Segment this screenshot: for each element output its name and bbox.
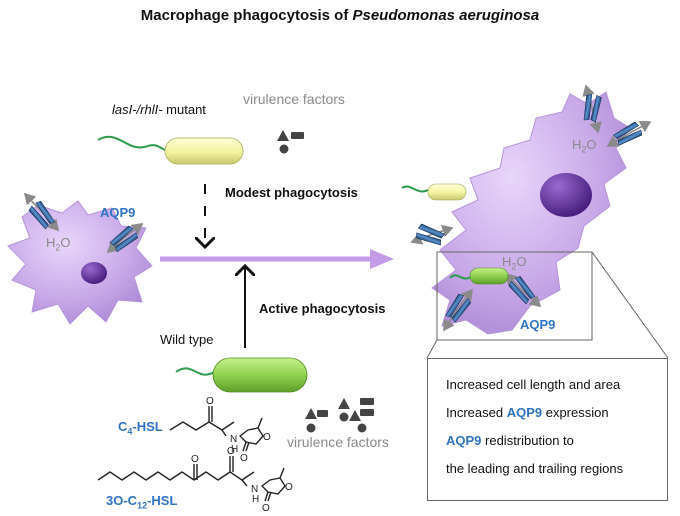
left-nucleus <box>81 262 107 284</box>
c4-lactone-o: O <box>240 453 248 464</box>
c12-lactone-o: O <box>262 503 270 514</box>
mutant-bacterium <box>97 135 244 165</box>
right-aqp9-label: AQP9 <box>520 317 556 332</box>
c4-ketone-o: O <box>206 396 214 407</box>
c4-ring-o: O <box>263 432 271 443</box>
c12-hsl-label: 3O-C12-HSL <box>106 493 178 511</box>
main-arrow <box>160 249 394 269</box>
summary-box: Increased cell length and area Increased… <box>427 358 668 501</box>
title-organism: Pseudomonas aeruginosa <box>352 7 540 24</box>
wild-type-label: Wild type <box>160 332 214 347</box>
active-phagocytosis-label: Active phagocytosis <box>259 301 386 316</box>
summary-line-2: Increased AQP9 expression <box>446 405 609 420</box>
summary-line-3: AQP9 redistribution to <box>446 433 574 448</box>
c4-amide-h: H <box>231 444 238 455</box>
modest-phagocytosis-label: Modest phagocytosis <box>225 185 358 200</box>
left-aqp9-label: AQP9 <box>100 205 136 220</box>
mutant-genotype: lasI-/rhlI- <box>112 102 163 117</box>
virulence-icons-top <box>277 130 304 154</box>
summary-line-1: Increased cell length and area <box>446 377 621 392</box>
right-nucleus <box>540 173 592 217</box>
title-prefix: Macrophage phagocytosis of <box>140 7 353 24</box>
right-macrophage <box>401 84 652 335</box>
wild-type-bacterium <box>175 357 308 393</box>
c12-keto-o: O <box>191 454 199 465</box>
c12-amide-o: O <box>227 446 235 457</box>
c12-amide-n: N <box>251 484 258 495</box>
figure-title: Macrophage phagocytosis of Pseudomonas a… <box>0 8 680 23</box>
left-water-label: H2O <box>46 235 71 253</box>
mutant-label: lasI-/rhlI- mutant <box>112 103 206 116</box>
virulence-icons-bottom <box>305 398 374 433</box>
c4-amide-n: N <box>230 434 237 445</box>
virulence-label-top: virulence factors <box>243 91 345 107</box>
right-water-label-top: H2O <box>572 137 597 155</box>
c4-hsl-label: C4-HSL <box>118 419 163 437</box>
summary-line-4: the leading and trailing regions <box>446 461 624 476</box>
c4-hsl-structure <box>169 406 264 452</box>
right-water-label-mid: H2O <box>502 254 527 272</box>
c12-amide-h: H <box>252 494 259 505</box>
engulfed-bacterium-top <box>427 183 467 201</box>
virulence-label-bottom: virulence factors <box>287 434 389 450</box>
zoom-indicator <box>426 251 669 359</box>
left-macrophage <box>7 192 153 325</box>
c12-ring-o: O <box>285 482 293 493</box>
engulfed-bacterium-bottom <box>469 267 509 285</box>
c12-hsl-structure <box>97 456 286 502</box>
mutant-suffix: mutant <box>162 102 206 117</box>
